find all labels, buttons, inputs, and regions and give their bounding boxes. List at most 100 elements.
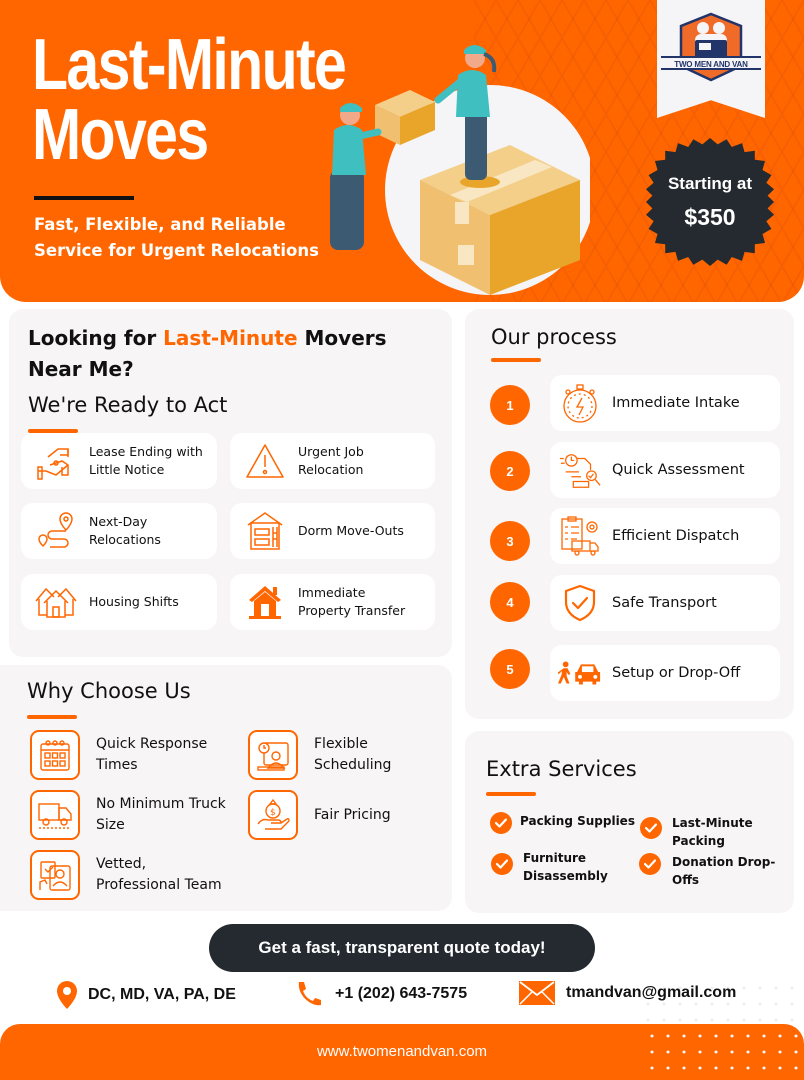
looking-title-suffix: Movers — [297, 326, 387, 350]
check-icon — [491, 853, 513, 875]
dorm-icon — [242, 511, 288, 551]
looking-title-line2: Near Me? — [28, 357, 134, 381]
process-title: Our process — [491, 325, 617, 349]
why-underline — [27, 715, 77, 719]
looking-panel: Looking for Last-Minute Movers Near Me? … — [9, 309, 452, 657]
step-label: Quick Assessment — [612, 462, 745, 478]
dot-pattern — [640, 980, 804, 1024]
hero-divider — [34, 196, 134, 200]
looking-title-prefix: Looking for — [28, 326, 164, 350]
step-number: 1 — [490, 385, 530, 425]
hero-subtitle: Fast, Flexible, and Reliable Service for… — [34, 212, 319, 264]
act-card-label: Housing Shifts — [89, 594, 179, 609]
mail-icon — [519, 981, 555, 1005]
extra-title: Extra Services — [486, 757, 637, 781]
houses-icon — [33, 582, 79, 622]
process-panel: Our process 1 Immediate Intake 2 Quick A… — [465, 309, 794, 719]
step-card-quick-assessment: Quick Assessment — [550, 442, 780, 498]
phone-text[interactable]: +1 (202) 643-7575 — [335, 985, 468, 1002]
truck-icon — [30, 790, 80, 840]
team-approval-icon — [30, 850, 80, 900]
contact-location: DC, MD, VA, PA, DE — [56, 980, 236, 1010]
contact-phone[interactable]: +1 (202) 643-7575 — [295, 980, 467, 1008]
extra-item-donation-dropoffs: Donation Drop-Offs — [639, 853, 775, 889]
step-number: 5 — [490, 649, 530, 689]
step-number: 3 — [490, 521, 530, 561]
extra-item-packing-supplies: Packing Supplies — [490, 812, 635, 834]
contact-email[interactable]: tmandvan@gmail.com — [518, 980, 736, 1006]
money-hand-icon: $ — [248, 790, 298, 840]
why-item-fair-pricing: $ Fair Pricing — [248, 790, 391, 840]
person-car-icon — [558, 651, 602, 695]
step-label: Safe Transport — [612, 595, 717, 611]
price-badge: Starting at $350 — [646, 138, 774, 266]
ready-underline — [28, 429, 78, 433]
act-card-dorm: Dorm Move-Outs — [230, 503, 435, 559]
svg-text:$: $ — [270, 808, 276, 818]
phone-icon — [298, 982, 321, 1006]
hero-title-line2: Moves — [32, 95, 209, 175]
why-item-label: Fair Pricing — [314, 806, 391, 823]
footer-dot-pattern — [640, 1024, 804, 1080]
step-card-efficient-dispatch: Efficient Dispatch — [550, 508, 780, 564]
email-text[interactable]: tmandvan@gmail.com — [566, 984, 737, 1001]
route-pin-icon — [33, 511, 79, 551]
assessment-icon — [558, 448, 602, 492]
act-card-label: Dorm Move-Outs — [298, 523, 404, 538]
step-number: 2 — [490, 451, 530, 491]
hero-subtitle-line2: Service for Urgent Relocations — [34, 241, 319, 260]
logo-text: TWO MEN AND VAN — [674, 60, 748, 69]
house-icon — [242, 582, 288, 622]
hero-title: Last-Minute Moves — [32, 25, 347, 175]
hero-subtitle-line1: Fast, Flexible, and Reliable — [34, 215, 286, 234]
hero-banner: Last-Minute Moves Fast, Flexible, and Re… — [0, 0, 804, 302]
website-link[interactable]: www.twomenandvan.com — [316, 1043, 488, 1060]
logo-ribbon — [661, 56, 761, 70]
calendar-check-icon — [30, 730, 80, 780]
location-pin-icon — [57, 981, 77, 1009]
hero-title-line1: Last-Minute — [32, 25, 347, 105]
extra-item-label: Donation Drop-Offs — [672, 855, 776, 887]
extra-panel: Extra Services Packing Supplies Last-Min… — [465, 731, 794, 913]
process-underline — [491, 358, 541, 362]
step-card-setup-dropoff: Setup or Drop-Off — [550, 645, 780, 701]
extra-item-label: Packing Supplies — [520, 814, 635, 828]
why-item-vetted-team: Vetted,Professional Team — [30, 850, 222, 900]
check-icon — [640, 817, 662, 839]
price-value: $350 — [684, 204, 736, 230]
get-quote-button[interactable]: Get a fast, transparent quote today! — [209, 924, 595, 972]
price-label: Starting at — [667, 174, 753, 193]
step-label: Efficient Dispatch — [612, 528, 740, 544]
act-card-housing-shifts: Housing Shifts — [21, 574, 217, 630]
check-icon — [639, 853, 661, 875]
extra-underline — [486, 792, 536, 796]
ready-title: We're Ready to Act — [28, 393, 228, 417]
location-text: DC, MD, VA, PA, DE — [88, 986, 236, 1003]
schedule-icon — [248, 730, 298, 780]
stopwatch-icon — [558, 381, 602, 425]
step-label: Setup or Drop-Off — [612, 665, 741, 681]
movers-illustration-icon — [330, 45, 590, 295]
why-item-label: Vetted,Professional Team — [96, 856, 222, 893]
logo-banner: TWO MEN AND VAN — [657, 0, 765, 118]
shield-check-icon — [558, 581, 602, 625]
check-icon — [490, 812, 512, 834]
looking-title: Looking for Last-Minute Movers Near Me? — [28, 323, 387, 385]
step-number: 4 — [490, 582, 530, 622]
